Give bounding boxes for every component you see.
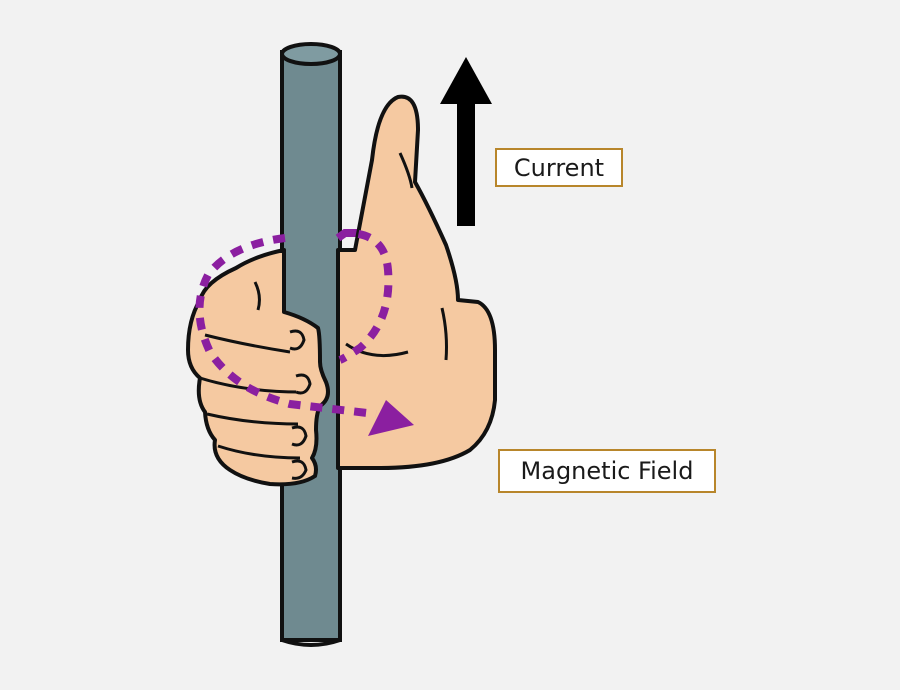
magnetic-field-loop-front (195, 234, 377, 418)
magnetic-field-arrowhead-icon (368, 400, 414, 436)
hand-icon (186, 94, 497, 487)
fingers-shape (186, 248, 330, 487)
arrow-up-icon (440, 57, 492, 226)
current-label: Current (495, 148, 623, 187)
thumb-palm-shape (336, 94, 497, 470)
magnetic-field-label: Magnetic Field (498, 449, 716, 493)
